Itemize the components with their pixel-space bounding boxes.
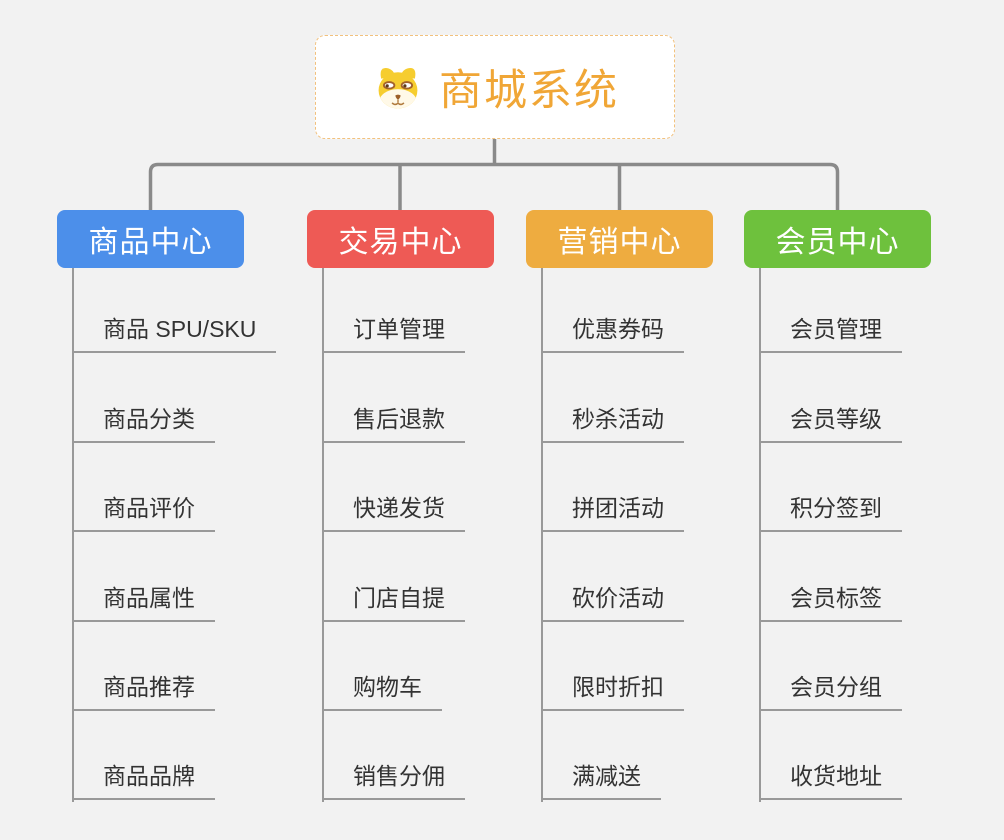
branch-node-member[interactable]: 会员中心 [744,210,931,268]
leaf-item[interactable]: 会员标签 [760,584,902,622]
leaf-item[interactable]: 订单管理 [323,315,465,353]
leaf-item[interactable]: 会员分组 [760,673,902,711]
branch-trunk [72,268,74,802]
branch-trunk [322,268,324,802]
leaf-item[interactable]: 商品评价 [73,494,215,532]
leaf-item[interactable]: 拼团活动 [542,494,684,532]
branch-node-product[interactable]: 商品中心 [57,210,244,268]
leaf-item[interactable]: 购物车 [323,673,442,711]
branch-trunk [759,268,761,802]
leaf-item[interactable]: 售后退款 [323,405,465,443]
branch-node-marketing[interactable]: 营销中心 [526,210,713,268]
branch-label: 会员中心 [775,226,900,259]
branch-label: 商品中心 [88,226,213,259]
leaf-item[interactable]: 砍价活动 [542,584,684,622]
leaf-item[interactable]: 销售分佣 [323,762,465,800]
leaf-item[interactable]: 商品品牌 [73,762,215,800]
leaf-item[interactable]: 限时折扣 [542,673,684,711]
leaf-item[interactable]: 收货地址 [760,762,902,800]
branch-label: 交易中心 [338,226,463,259]
leaf-item[interactable]: 门店自提 [323,584,465,622]
root-node[interactable]: 商城系统 [315,35,675,139]
leaf-item[interactable]: 会员管理 [760,315,902,353]
leaf-item[interactable]: 商品 SPU/SKU [73,315,277,353]
leaf-item[interactable]: 满减送 [542,762,661,800]
branch-trunk [541,268,543,802]
branch-node-trade[interactable]: 交易中心 [307,210,494,268]
leaf-item[interactable]: 积分签到 [760,494,902,532]
leaf-item[interactable]: 优惠券码 [542,315,684,353]
dog-face-icon [378,68,418,109]
leaf-item[interactable]: 商品分类 [73,405,215,443]
leaf-item[interactable]: 商品推荐 [73,673,215,711]
leaf-item[interactable]: 快递发货 [323,494,465,532]
leaf-item[interactable]: 会员等级 [760,405,902,443]
leaf-item[interactable]: 秒杀活动 [542,405,684,443]
root-title: 商城系统 [439,67,619,115]
branch-label: 营销中心 [557,226,682,259]
leaf-item[interactable]: 商品属性 [73,584,215,622]
